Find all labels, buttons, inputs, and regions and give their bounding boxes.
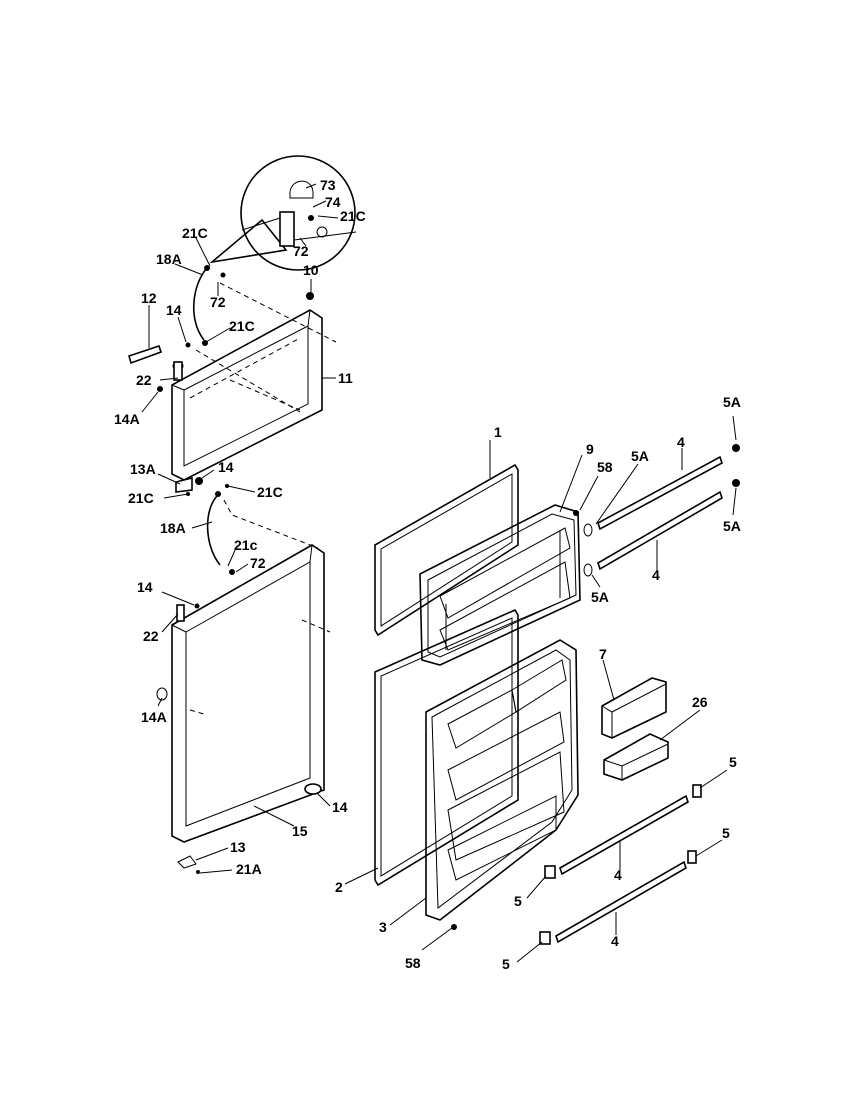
label-12: 12 [141, 290, 157, 306]
label-2: 2 [335, 879, 343, 895]
label-14a-upper: 14A [114, 411, 140, 427]
label-14-lower: 14 [137, 579, 153, 595]
label-1: 1 [494, 424, 502, 440]
label-11: 11 [338, 370, 353, 386]
label-14a-lower: 14A [141, 709, 167, 725]
label-5a-mid: 5A [631, 448, 649, 464]
door-bins [601, 677, 669, 781]
label-5-left: 5 [514, 893, 522, 909]
upper-door-liner [419, 504, 581, 666]
upper-hinge-assembly [193, 155, 357, 346]
upper-door-frame [171, 282, 337, 481]
lower-door-frame [156, 499, 331, 843]
label-4-third: 4 [614, 867, 622, 883]
label-58-upper: 58 [597, 459, 613, 475]
label-13: 13 [230, 839, 246, 855]
label-22-upper: 22 [136, 372, 152, 388]
label-21c-right: 21C [257, 484, 283, 500]
label-18a-lower: 18A [160, 520, 186, 536]
label-5-top: 5 [729, 754, 737, 770]
label-21c-left: 21C [128, 490, 154, 506]
label-72-detail: 72 [293, 243, 309, 259]
label-22-lower: 22 [143, 628, 159, 644]
label-10: 10 [303, 262, 319, 278]
label-21a: 21A [236, 861, 262, 877]
label-9: 9 [586, 441, 594, 457]
label-4-second: 4 [652, 567, 660, 583]
trim-strips [555, 455, 723, 944]
callout-labels: 73 74 21C 72 21C 18A 72 10 12 14 21C 22 … [114, 177, 741, 972]
label-26: 26 [692, 694, 708, 710]
label-3: 3 [379, 919, 387, 935]
label-21c-detail: 21C [340, 208, 366, 224]
upper-door-small-parts [128, 342, 203, 496]
label-15: 15 [292, 823, 308, 839]
label-4-upper: 4 [677, 434, 685, 450]
door-gaskets [374, 463, 519, 887]
label-73: 73 [320, 177, 336, 193]
label-5a-lower: 5A [591, 589, 609, 605]
label-58-lower: 58 [405, 955, 421, 971]
label-14-hinge: 14 [218, 459, 234, 475]
label-21c-top: 21C [182, 225, 208, 241]
leader-lines [141, 183, 737, 963]
label-18a-upper: 18A [156, 251, 182, 267]
label-74: 74 [325, 194, 341, 210]
label-14-upper: 14 [166, 302, 182, 318]
label-21c-lowercase: 21c [234, 537, 258, 553]
label-7: 7 [599, 646, 607, 662]
lower-door-liner [425, 639, 579, 921]
label-5a-top: 5A [723, 394, 741, 410]
label-72-upper: 72 [210, 294, 226, 310]
label-5-right: 5 [722, 825, 730, 841]
label-5a-right: 5A [723, 518, 741, 534]
trim-end-caps [451, 444, 740, 945]
label-5-bottom: 5 [502, 956, 510, 972]
label-14-bottom: 14 [332, 799, 348, 815]
label-21c-mid: 21C [229, 318, 255, 334]
label-13a: 13A [130, 461, 156, 477]
label-4-bottom: 4 [611, 933, 619, 949]
lower-hinge-assembly [177, 484, 235, 874]
label-72-lower: 72 [250, 555, 266, 571]
